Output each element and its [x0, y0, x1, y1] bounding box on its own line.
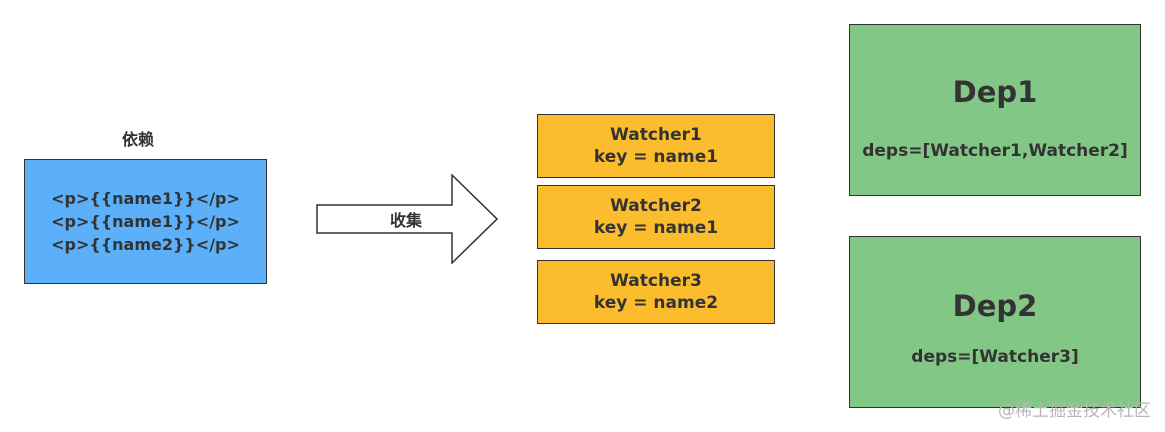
- collect-arrow: [316, 174, 498, 264]
- collect-label: 收集: [389, 211, 422, 230]
- watcher-3-name: Watcher3: [610, 271, 702, 291]
- dep-1-title: Dep1: [952, 75, 1038, 109]
- watcher-1-name: Watcher1: [610, 125, 702, 145]
- collect-arrow-shape: [316, 174, 498, 264]
- watermark: @稀土掘金技术社区: [998, 401, 1151, 421]
- watcher-2-box: Watcher2 key = name1: [537, 185, 775, 249]
- dep-1-box: Dep1 deps=[Watcher1,Watcher2]: [849, 24, 1141, 196]
- watcher-2-key: key = name1: [593, 218, 719, 238]
- template-line-2: <p>{{name1}}</p>: [51, 212, 240, 231]
- watcher-2-name: Watcher2: [610, 196, 702, 216]
- watcher-3-box: Watcher3 key = name2: [537, 260, 775, 324]
- dep-2-deps: deps=[Watcher3]: [911, 347, 1079, 367]
- template-line-1: <p>{{name1}}</p>: [51, 189, 240, 208]
- watcher-1-box: Watcher1 key = name1: [537, 114, 775, 178]
- watcher-1-key: key = name1: [593, 147, 719, 167]
- dep-2-title: Dep2: [952, 289, 1038, 323]
- dep-1-deps: deps=[Watcher1,Watcher2]: [862, 141, 1128, 161]
- template-line-3: <p>{{name2}}</p>: [51, 235, 240, 254]
- dep-2-box: Dep2 deps=[Watcher3]: [849, 236, 1141, 408]
- dependency-label: 依赖: [121, 130, 154, 149]
- watcher-3-key: key = name2: [593, 293, 719, 313]
- template-dependency-box: <p>{{name1}}</p> <p>{{name1}}</p> <p>{{n…: [24, 159, 267, 284]
